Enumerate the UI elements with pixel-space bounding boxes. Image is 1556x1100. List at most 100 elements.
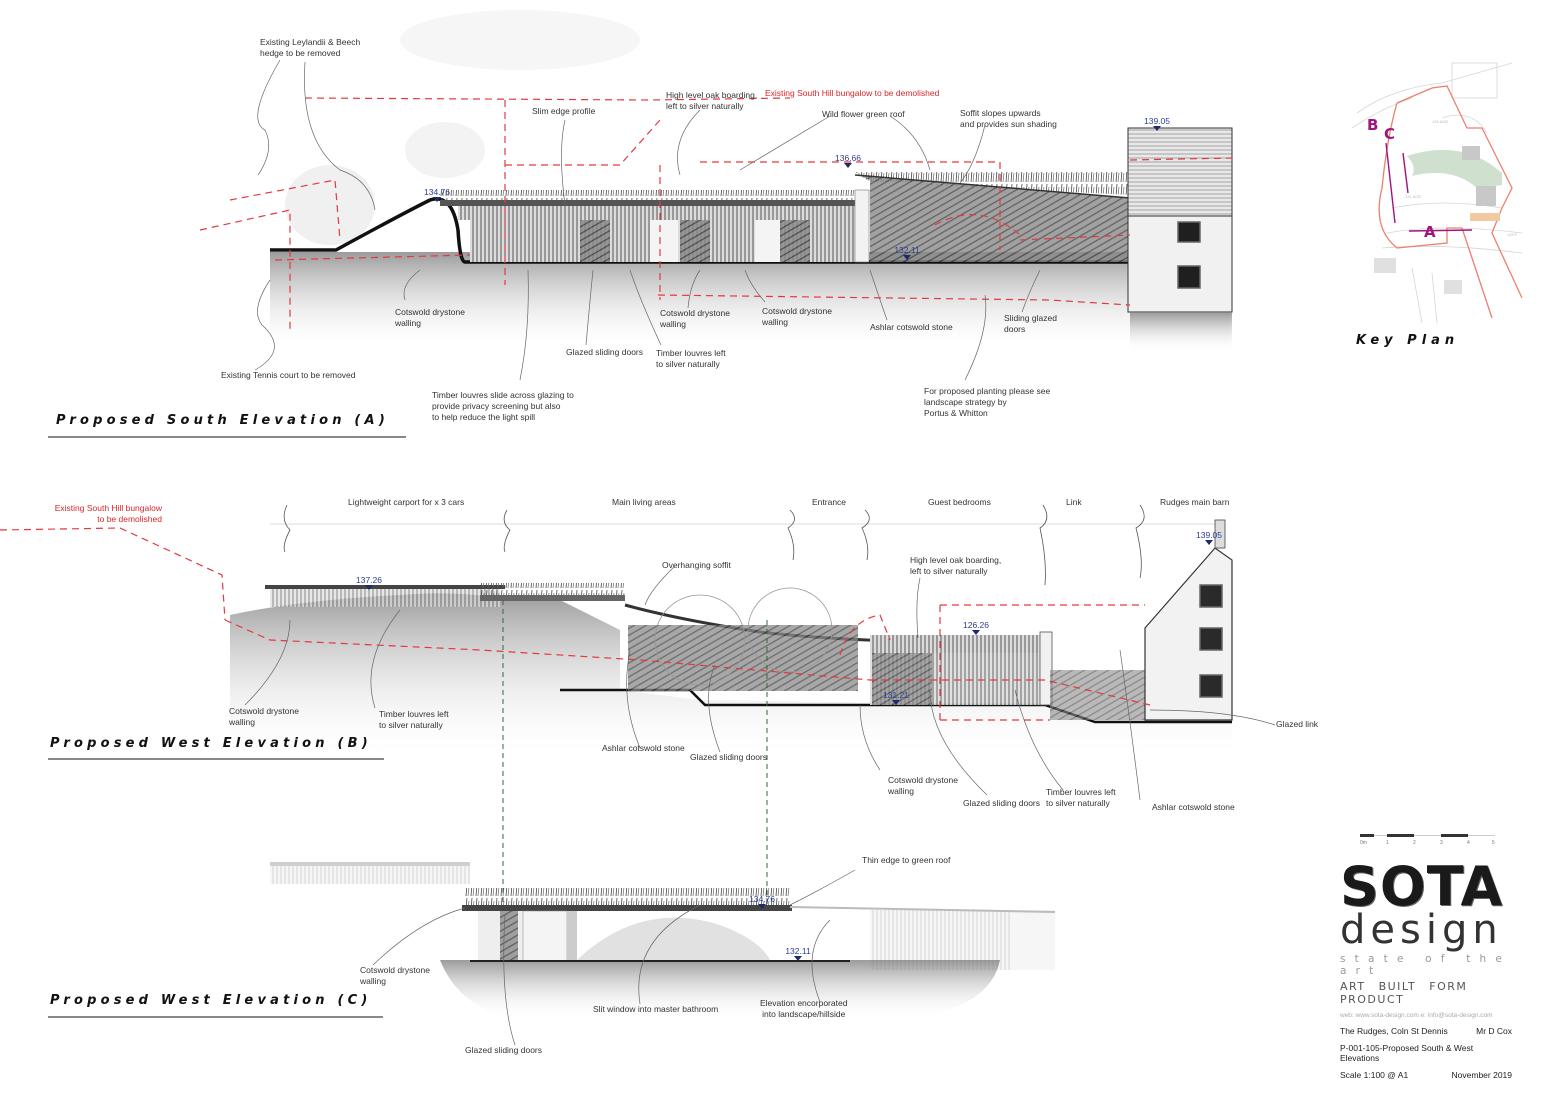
annotation-planting: For proposed planting please see landsca… <box>924 386 1051 418</box>
key-label-a: A <box>1424 223 1436 241</box>
title-block: SOTA design state of the art ART BUILT F… <box>1340 855 1520 1081</box>
level-marker: 132.11 <box>778 946 818 961</box>
title-underline <box>48 1016 383 1018</box>
zone-main-barn: Rudges main barn <box>1160 497 1230 507</box>
level-triangle-icon <box>892 700 900 705</box>
annotation-landscape: Elevation encorporated into landscape/hi… <box>760 998 848 1019</box>
annotation-louvres-b2: Timber louvres left to silver naturally <box>1046 787 1116 808</box>
title-elevation-c: Proposed West Elevation (C) <box>50 993 372 1008</box>
leader-lines <box>244 59 1276 1046</box>
level-marker: 134.76 <box>417 187 457 202</box>
annotation-glazed-link: Glazed link <box>1276 719 1319 729</box>
level-value: 134.76 <box>749 894 775 904</box>
level-marker: 139.05 <box>1137 116 1177 131</box>
key-plan: 136 AOD 131 AOD 129 F B C A <box>1351 58 1523 324</box>
logo-sota: SOTA <box>1340 855 1504 918</box>
annotation-ashlar-b2: Ashlar cotswold stone <box>1152 802 1235 812</box>
level-triangle-icon <box>844 163 852 168</box>
annotation-drystone-c: Cotswold drystone walling <box>360 965 430 986</box>
level-triangle-icon <box>1153 126 1161 131</box>
logo-services: ART BUILT FORM PRODUCT <box>1340 980 1468 1006</box>
annotation-drystone-1: Cotswold drystone walling <box>395 307 465 328</box>
level-triangle-icon <box>433 197 441 202</box>
annotation-green-roof: Wild flower green roof <box>822 109 905 119</box>
scale-bar-segment <box>1387 834 1414 837</box>
level-triangle-icon <box>365 585 373 590</box>
annotation-glazed-doors-b2: Glazed sliding doors <box>963 798 1041 808</box>
annotation-drystone-b1: Cotswold drystone walling <box>229 706 299 727</box>
key-plan-map: 136 AOD 131 AOD 129 F <box>1351 62 1523 324</box>
scale-tick: 5 <box>1492 840 1495 846</box>
level-value: 132.11 <box>894 245 920 255</box>
annotation-ashlar: Ashlar cotswold stone <box>870 322 953 332</box>
level-triangle-icon <box>758 904 766 909</box>
scale-bar-base <box>1360 835 1495 836</box>
drawing-number: P-001-105-Proposed South & West Elevatio… <box>1340 1043 1474 1063</box>
scale-tick: 2 <box>1413 840 1416 846</box>
annotation-thin-edge: Thin edge to green roof <box>862 855 951 865</box>
level-triangle-icon <box>903 255 911 260</box>
annotation-louvres-b1: Timber louvres left to silver naturally <box>379 709 449 730</box>
scale-tick: 0m <box>1360 840 1367 846</box>
title-elevation-a: Proposed South Elevation (A) <box>56 413 389 428</box>
level-marker: 134.76 <box>742 894 782 909</box>
level-value: 132.11 <box>785 946 811 956</box>
title-block-row: The Rudges, Coln St Dennis Mr D Cox <box>1340 1026 1512 1036</box>
zone-carport: Lightweight carport for x 3 cars <box>348 497 465 507</box>
key-plan-title: Key Plan <box>1356 333 1460 348</box>
annotation-tennis-court: Existing Tennis court to be removed <box>221 370 356 380</box>
title-underline <box>48 758 384 760</box>
annotation-louvres-slide: Timber louvres slide across glazing to p… <box>432 390 574 422</box>
contour-label: 129 F <box>1507 232 1518 237</box>
level-marker: 132.11 <box>887 245 927 260</box>
drawing-scale: Scale 1:100 @ A1 <box>1340 1070 1409 1080</box>
title-block-row: P-001-105-Proposed South & West Elevatio… <box>1340 1043 1512 1063</box>
annotation-timber-louvres: Timber louvres left to silver naturally <box>656 348 726 369</box>
level-marker: 126.26 <box>956 620 996 635</box>
level-marker: 139.05 <box>1189 530 1229 545</box>
key-label-b: B <box>1367 116 1379 134</box>
level-value: 126.26 <box>963 620 989 630</box>
scale-tick: 3 <box>1440 840 1443 846</box>
annotation-glazed-doors-b1: Glazed sliding doors <box>690 752 768 762</box>
project-name: The Rudges, Coln St Dennis <box>1340 1026 1448 1036</box>
contact-web-email: web: www.sota-design.com e: info@sota-de… <box>1340 1012 1493 1019</box>
logo-tagline: state of the art <box>1340 953 1512 977</box>
annotation-slit-window: Slit window into master bathroom <box>593 1004 719 1014</box>
zone-link: Link <box>1066 497 1082 507</box>
elevation-c-drawing <box>270 862 1056 1020</box>
annotation-drystone-b2: Cotswold drystone walling <box>888 775 958 796</box>
annotation-ashlar-b1: Ashlar cotswold stone <box>602 743 685 753</box>
annotation-glazed-doors: Glazed sliding doors <box>566 347 644 357</box>
level-value: 131.21 <box>883 690 909 700</box>
annotation-overhanging-soffit: Overhanging soffit <box>662 560 731 570</box>
annotation-oak-boarding: High level oak boarding, left to silver … <box>666 90 758 111</box>
annotation-drystone-2: Cotswold drystone walling <box>660 308 730 329</box>
zone-entrance: Entrance <box>812 497 847 507</box>
level-value: 134.76 <box>424 187 450 197</box>
zone-guest-bedrooms: Guest bedrooms <box>928 497 991 507</box>
annotation-slim-edge: Slim edge profile <box>532 106 596 116</box>
level-marker: 136.66 <box>828 153 868 168</box>
demolition-note-a: Existing South Hill bungalow to be demol… <box>765 88 940 98</box>
level-marker: 131.21 <box>876 690 916 705</box>
contour-label: 131 AOD <box>1405 194 1421 199</box>
annotation-soffit: Soffit slopes upwards and provides sun s… <box>960 108 1057 129</box>
annotation-glazed-doors-c: Glazed sliding doors <box>465 1045 543 1055</box>
level-triangle-icon <box>794 956 802 961</box>
level-marker: 137.26 <box>349 575 389 590</box>
level-value: 139.05 <box>1196 530 1222 540</box>
level-value: 136.66 <box>835 153 861 163</box>
demolition-note-b: Existing South Hill bungalow to be demol… <box>54 503 162 524</box>
scale-bar-segment <box>1360 834 1374 837</box>
level-triangle-icon <box>972 630 980 635</box>
annotation-hedge: Existing Leylandii & Beech hedge to be r… <box>260 37 361 58</box>
logo-design: design <box>1340 907 1503 953</box>
client-name: Mr D Cox <box>1476 1026 1512 1036</box>
level-triangle-icon <box>1205 540 1213 545</box>
title-block-row: Scale 1:100 @ A1 November 2019 <box>1340 1070 1512 1080</box>
scale-bar: 0m 1 2 3 4 5 <box>1360 834 1495 848</box>
level-value: 137.26 <box>356 575 382 585</box>
annotation-oak-boarding-b: High level oak boarding, left to silver … <box>910 555 1002 576</box>
